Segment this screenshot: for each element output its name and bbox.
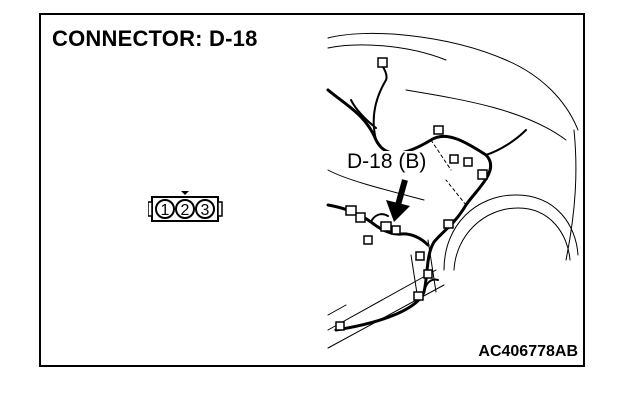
leader-line-2	[445, 179, 467, 206]
pin-label-1: 1	[161, 202, 170, 219]
rear-body-line	[565, 129, 577, 261]
interior-panel-line	[327, 169, 425, 201]
d18-connector-mate	[391, 225, 401, 235]
lock-tab-marker	[181, 191, 189, 195]
sill-line-upper	[327, 269, 437, 331]
clip-3	[463, 157, 473, 167]
wheel-arch-inner	[453, 207, 571, 271]
rear-harness-branch	[485, 129, 527, 156]
pin-1	[155, 199, 175, 219]
left-latch	[148, 201, 153, 217]
pin-3	[195, 199, 215, 219]
clip-8	[363, 235, 373, 245]
clip-12	[335, 321, 345, 331]
harness-branch-stub	[370, 213, 389, 223]
clip-9	[415, 251, 425, 261]
pin-2	[175, 199, 195, 219]
clip-4	[477, 169, 488, 180]
clip-2	[449, 154, 459, 164]
clip-6	[345, 205, 357, 216]
clip-7	[355, 212, 366, 223]
callout-arrow	[386, 179, 410, 222]
harness-branch-d18	[326, 203, 430, 247]
pin-label-3: 3	[201, 202, 210, 219]
diagram-frame	[39, 13, 585, 367]
window-line	[405, 89, 567, 141]
clip-11	[413, 291, 424, 301]
roof-harness	[372, 63, 388, 141]
roof-inner-line	[327, 44, 447, 61]
right-latch	[217, 201, 223, 217]
connector-face-diagram: 1 2 3	[148, 191, 223, 222]
clip-1	[433, 125, 444, 135]
clip-10	[423, 269, 433, 279]
sill-fragment	[327, 304, 347, 316]
clip-5	[443, 219, 454, 229]
roof-outline	[327, 32, 579, 131]
figure-id: AC406778AB	[478, 343, 578, 360]
lower-harness-stub	[423, 278, 439, 293]
leader-line-1	[430, 139, 452, 171]
roof-harness-branch	[350, 99, 377, 129]
connector-title: CONNECTOR: D-18	[52, 26, 258, 51]
d18-connector-body	[380, 221, 392, 232]
wheel-arch-outer	[443, 194, 579, 271]
d18-callout-label: D-18 (B)	[346, 150, 428, 173]
pin-label-2: 2	[181, 202, 190, 219]
vehicle-harness-drawing	[326, 32, 579, 349]
roof-connector	[377, 57, 388, 68]
